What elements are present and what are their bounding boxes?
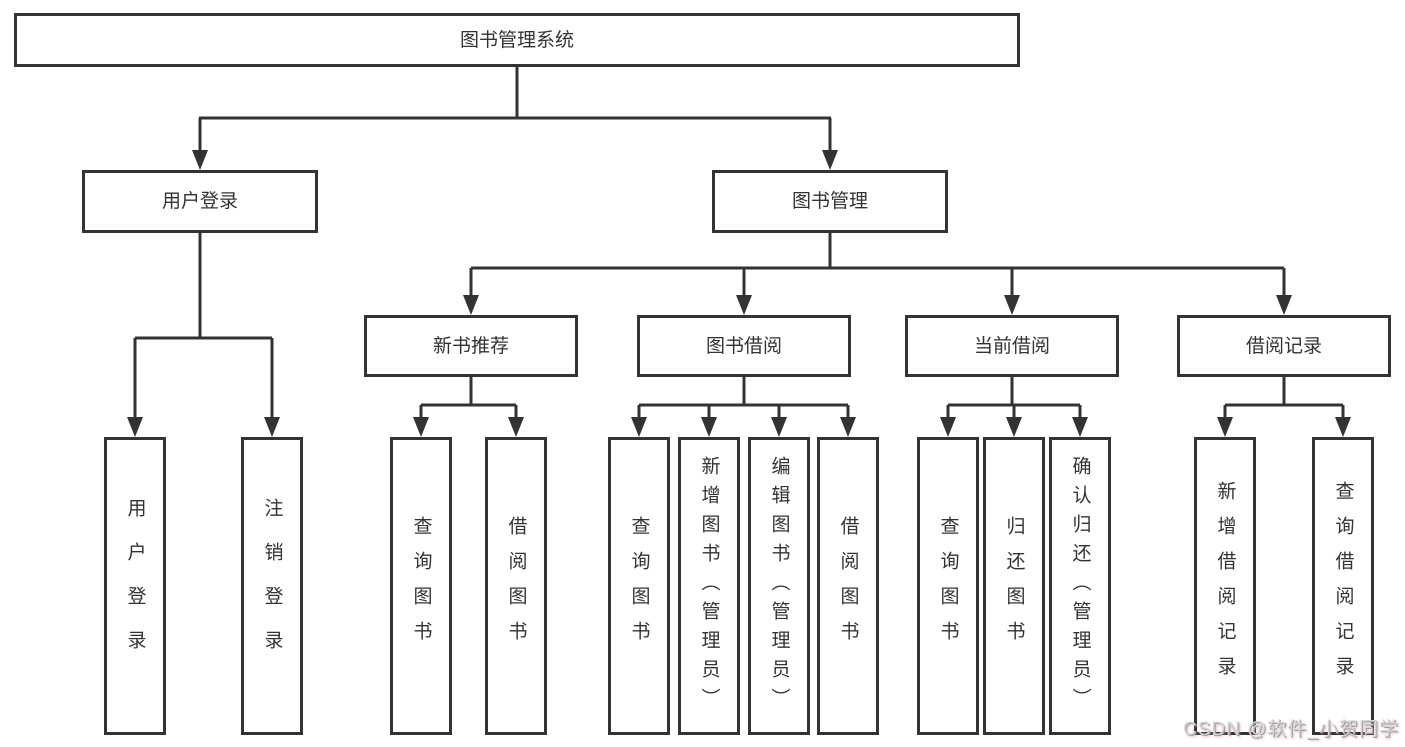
leaf-logout: 注销登录 <box>241 437 303 735</box>
leaf-query-books-3: 查询图书 <box>917 437 979 735</box>
node-book-management: 图书管理 <box>712 170 948 233</box>
leaf-query-books-3-label: 查询图书 <box>937 516 959 656</box>
node-borrow-records-label: 借阅记录 <box>1245 335 1322 357</box>
leaf-return-books-label: 归还图书 <box>1003 516 1025 656</box>
node-user-login: 用户登录 <box>82 170 318 233</box>
leaf-edit-book-admin-label: 编辑图书（管理员） <box>768 455 790 717</box>
leaf-logout-label: 注销登录 <box>261 498 283 674</box>
node-current-borrow: 当前借阅 <box>905 315 1119 377</box>
node-book-management-label: 图书管理 <box>791 191 868 212</box>
leaf-user-login: 用户登录 <box>104 437 166 735</box>
watermark: CSDN @软件_小贺同学 <box>1183 719 1399 740</box>
leaf-return-books: 归还图书 <box>983 437 1045 735</box>
node-borrow-records: 借阅记录 <box>1177 315 1391 377</box>
node-new-book-recommend-label: 新书推荐 <box>432 335 509 357</box>
leaf-borrow-books-1: 借阅图书 <box>485 437 547 735</box>
leaf-query-borrow-record-label: 查询借阅记录 <box>1332 481 1354 691</box>
node-book-borrow-label: 图书借阅 <box>705 335 782 357</box>
leaf-edit-book-admin: 编辑图书（管理员） <box>748 437 810 735</box>
node-new-book-recommend: 新书推荐 <box>364 315 578 377</box>
leaf-user-login-label: 用户登录 <box>124 498 146 674</box>
leaf-query-books-2: 查询图书 <box>608 437 670 735</box>
leaf-add-book-admin: 新增图书（管理员） <box>678 437 740 735</box>
leaf-query-borrow-record: 查询借阅记录 <box>1312 437 1374 735</box>
leaf-add-book-admin-label: 新增图书（管理员） <box>698 455 720 717</box>
leaf-confirm-return-admin: 确认归还（管理员） <box>1049 437 1111 735</box>
leaf-borrow-books-2-label: 借阅图书 <box>837 516 859 656</box>
node-book-borrow: 图书借阅 <box>637 315 851 377</box>
leaf-confirm-return-admin-label: 确认归还（管理员） <box>1069 455 1091 717</box>
leaf-query-books-1-label: 查询图书 <box>410 516 432 656</box>
leaf-add-borrow-record: 新增借阅记录 <box>1194 437 1256 735</box>
leaf-add-borrow-record-label: 新增借阅记录 <box>1214 481 1236 691</box>
node-library-system: 图书管理系统 <box>14 13 1020 67</box>
leaf-query-books-1: 查询图书 <box>390 437 452 735</box>
leaf-borrow-books-1-label: 借阅图书 <box>505 516 527 656</box>
node-user-login-label: 用户登录 <box>161 191 238 212</box>
leaf-borrow-books-2: 借阅图书 <box>817 437 879 735</box>
node-library-system-label: 图书管理系统 <box>459 29 574 51</box>
leaf-query-books-2-label: 查询图书 <box>628 516 650 656</box>
node-current-borrow-label: 当前借阅 <box>973 335 1050 357</box>
